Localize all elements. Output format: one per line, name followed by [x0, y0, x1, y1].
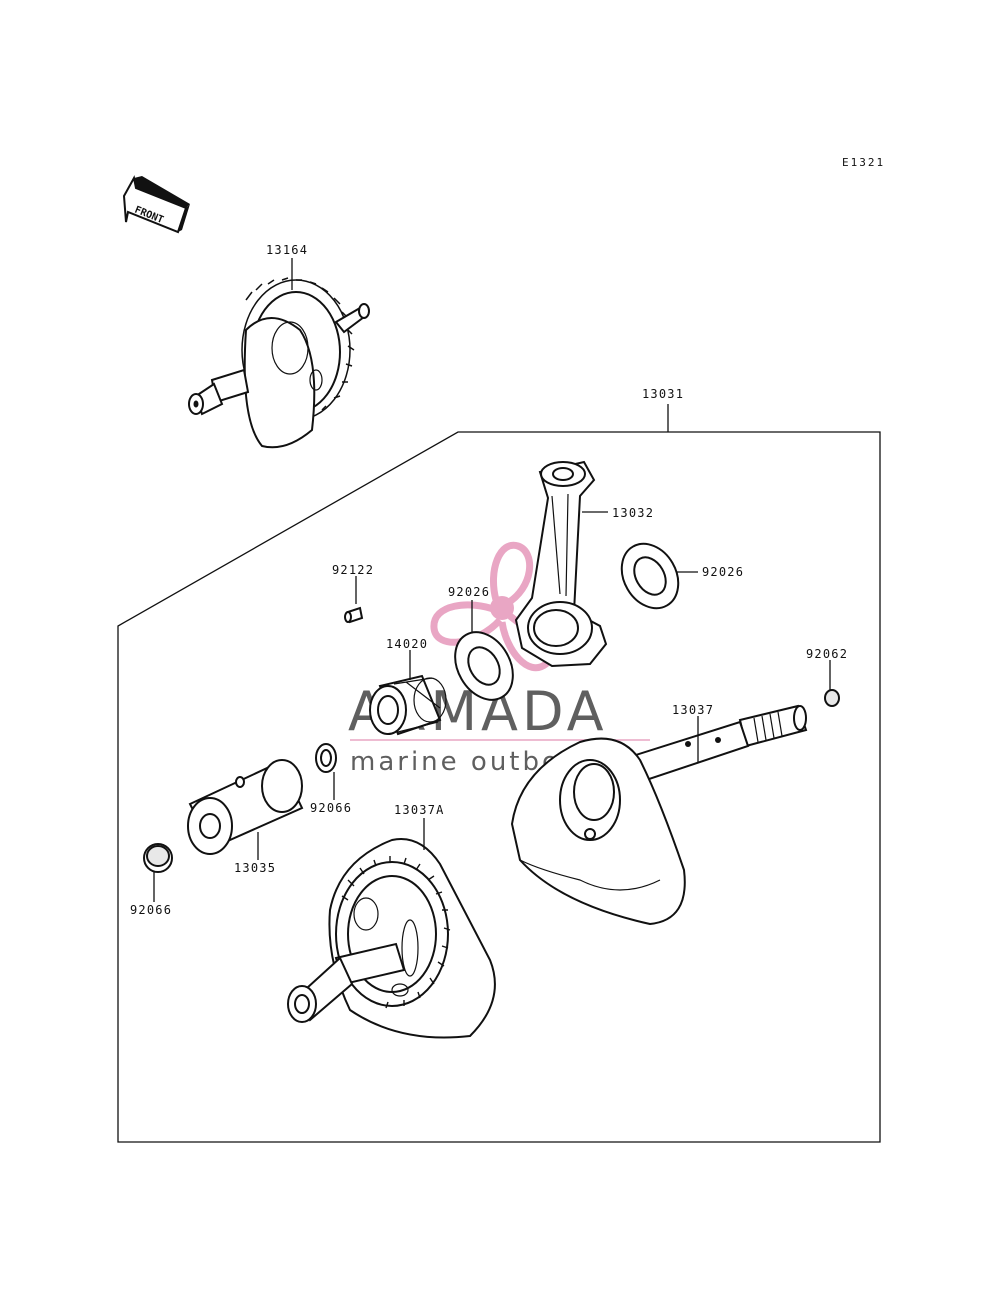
- bushing-92066-upper[interactable]: [315, 743, 337, 773]
- crankshaft-13164[interactable]: [188, 277, 370, 449]
- label-13037: 13037: [672, 703, 714, 717]
- label-13037A: 13037A: [394, 803, 445, 817]
- crank-pin-13035[interactable]: [187, 759, 304, 855]
- label-13031: 13031: [642, 387, 684, 401]
- crankshaft-13037A[interactable]: [287, 838, 496, 1039]
- assembly-frame: [117, 431, 881, 1143]
- plug-92062[interactable]: [824, 689, 840, 707]
- label-92026-right: 92026: [702, 565, 744, 579]
- label-13035: 13035: [234, 861, 276, 875]
- label-14020: 14020: [386, 637, 428, 651]
- label-92066-upper: 92066: [310, 801, 352, 815]
- plug-92066-lower[interactable]: [143, 843, 173, 873]
- washer-92026-left[interactable]: [443, 622, 524, 710]
- label-13032: 13032: [612, 506, 654, 520]
- label-92122: 92122: [332, 563, 374, 577]
- needle-bearing-14020[interactable]: [369, 674, 447, 736]
- label-92062: 92062: [806, 647, 848, 661]
- label-92066-lower: 92066: [130, 903, 172, 917]
- diagram-code: E1321: [842, 156, 885, 169]
- label-13164: 13164: [266, 243, 308, 257]
- pin-92122[interactable]: [344, 606, 364, 624]
- propeller-logo-icon: [430, 541, 553, 672]
- connecting-rod-13032[interactable]: [514, 460, 608, 668]
- washer-92026-right[interactable]: [610, 534, 689, 619]
- crankshaft-13037[interactable]: [510, 704, 808, 926]
- front-arrow-icon: FRONT: [122, 175, 190, 234]
- label-92026-left: 92026: [448, 585, 490, 599]
